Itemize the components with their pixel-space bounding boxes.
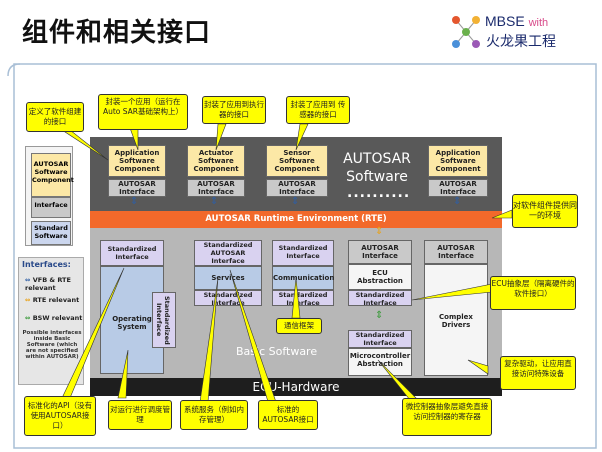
legend-note: Possible interfaces inside Basic Softwar… [22, 330, 82, 360]
os-std-if-vert: Standardized Interface [152, 292, 176, 348]
legend-interface: Interface [31, 197, 71, 218]
services: Services [194, 266, 262, 290]
services-std-if: Standardized Interface [194, 290, 262, 307]
actuator-ai: AUTOSAR Interface [187, 179, 245, 197]
legend-std-sw: Standard Software [31, 221, 71, 245]
app-ai-1: AUTOSAR Interface [108, 179, 166, 197]
callout-std-api: 标准化的API（没有使用AUTOSAR接口） [24, 396, 96, 436]
callout-complex-drivers: 复杂驱动，让应用直接访问特殊设备 [500, 356, 576, 390]
logo-text: MBSE with [485, 13, 549, 29]
os-std-if: Standardized Interface [100, 240, 164, 266]
app-ai-2: AUTOSAR Interface [428, 179, 488, 197]
callout-encapsulate-app: 封装一个应用（运行在Auto SAR基础架构上） [98, 94, 188, 130]
communication: Communication [272, 266, 334, 290]
callout-services: 系统服务（例如内存管理） [180, 400, 248, 430]
callout-define-interface: 定义了软件组建的接口 [26, 102, 84, 132]
complex-drivers: Complex Drivers [424, 264, 488, 376]
callout-ecu-abstraction: ECU抽象层（隔离硬件的软件接口） [490, 276, 576, 310]
sensor-ai: AUTOSAR Interface [266, 179, 328, 197]
legend-rte: ⇔ RTE relevant [25, 296, 80, 304]
legend-swc: AUTOSAR Software Component [31, 153, 74, 197]
callout-os-scheduling: 对运行进行调度管理 [108, 400, 172, 430]
blue-arrow-icon: ⇔ [25, 276, 31, 284]
interfaces-legend: Interfaces: ⇔ VFB & RTE relevant ⇔ RTE r… [18, 257, 84, 385]
green-arrow-icon: ⇕ [375, 310, 384, 321]
legend: AUTOSAR Software Component Interface Sta… [25, 146, 74, 246]
legend-bsw: ⇔ BSW relevant [25, 314, 83, 322]
green-arrow-icon: ⇔ [25, 314, 31, 322]
blue-arrow-icon: ⇕ [291, 196, 300, 207]
callout-sensor: 封装了应用到 传感器的接口 [286, 96, 350, 124]
autosar-software-label: AUTOSAR Software [343, 151, 411, 185]
sensor-swc: Sensor Software Component [266, 145, 328, 177]
comm-std-if: Standardized Interface [272, 290, 334, 307]
callout-mcal: 微控制器抽象层避免直接访问控制器的寄存器 [402, 398, 492, 436]
callout-rte-env: 对软件组件提供同一的环境 [512, 194, 578, 228]
callout-actuator: 封装了应用到执行器的接口 [202, 96, 266, 124]
cd-ai: AUTOSAR Interface [424, 240, 488, 264]
ecu-ai: AUTOSAR Interface [348, 240, 412, 264]
orange-arrow-icon: ⇔ [25, 296, 31, 304]
app-swc-2: Application Software Component [428, 145, 488, 177]
logo-subtext: 火龙果工程 [486, 34, 556, 50]
blue-arrow-icon: ⇕ [130, 196, 139, 207]
orange-arrow-icon: ⇕ [375, 226, 384, 237]
actuator-swc: Actuator Software Component [187, 145, 245, 177]
ecu-std-if: Standardized Interface [348, 290, 412, 307]
ecu-abstraction: ECU Abstraction [348, 264, 412, 290]
logo-icon [452, 16, 480, 48]
mc-std-if: Standardized Interface [348, 330, 412, 348]
slide-frame [7, 63, 597, 449]
blue-arrow-icon: ⇕ [210, 196, 219, 207]
blue-arrow-icon: ⇕ [453, 196, 462, 207]
callout-communication: 通信框架 [276, 318, 322, 334]
ellipsis: .......... [347, 185, 411, 201]
rte-bar: AUTOSAR Runtime Environment (RTE) [90, 211, 502, 228]
interfaces-title: Interfaces: [22, 260, 71, 269]
callout-std-autosar-if: 标准的AUTOSAR接口 [258, 400, 318, 430]
page-title: 组件和相关接口 [22, 18, 212, 48]
comm-std-if-top: Standardized Interface [272, 240, 334, 266]
services-std-autosar-if: Standardized AUTOSAR Interface [194, 240, 262, 266]
legend-vfb: ⇔ VFB & RTE relevant [25, 276, 71, 292]
